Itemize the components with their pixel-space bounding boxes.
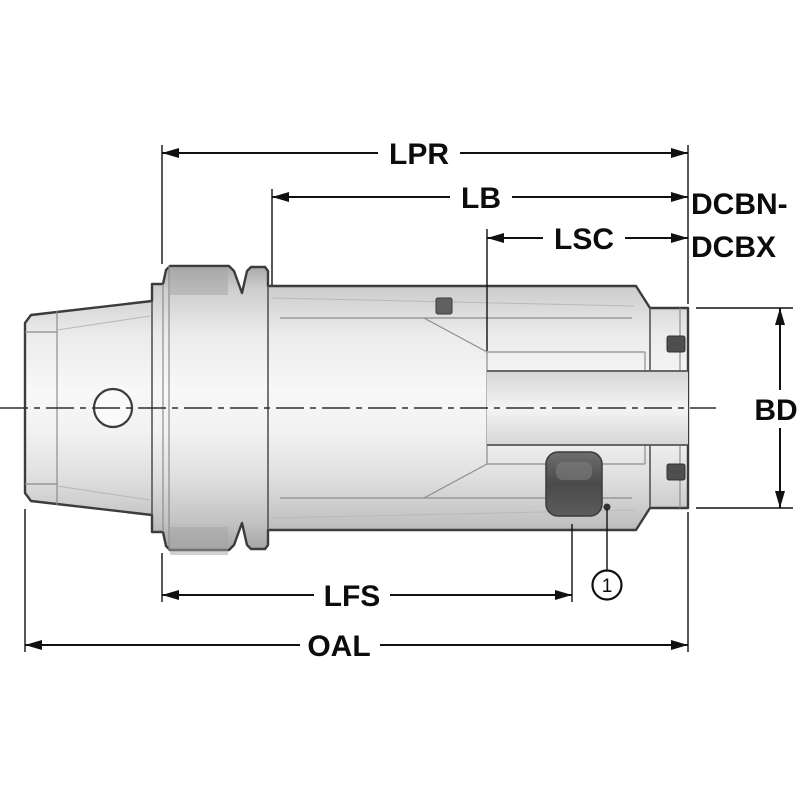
lb-label-bg bbox=[450, 179, 512, 215]
nose-slot-top bbox=[666, 335, 686, 353]
bd-arrow-top bbox=[775, 308, 785, 325]
lsc-label: LSC bbox=[554, 223, 614, 256]
lsc-arrow-left bbox=[487, 233, 504, 243]
dark-features bbox=[435, 297, 686, 517]
tool-holder-body bbox=[23, 264, 690, 555]
bd-label: BD bbox=[754, 394, 797, 427]
dim-lsc: LSC bbox=[486, 220, 688, 351]
dim-lb: LB bbox=[271, 179, 688, 285]
shank-taper-top bbox=[56, 315, 151, 331]
lsc-label-bg bbox=[543, 220, 625, 256]
bd-label-bg bbox=[752, 390, 800, 428]
lfs-label: LFS bbox=[324, 580, 381, 613]
dcbn-label-line2: DCBX bbox=[691, 231, 776, 264]
clamping-screw-highlight bbox=[556, 462, 592, 480]
body-highlight-top bbox=[271, 297, 635, 307]
funnel-bottom bbox=[423, 463, 488, 499]
callout-circle bbox=[591, 569, 623, 601]
lsc-arrow-right bbox=[671, 233, 688, 243]
funnel-top bbox=[423, 317, 488, 353]
dim-lfs: LFS bbox=[161, 524, 573, 613]
bd-arrow-bottom bbox=[775, 491, 785, 508]
lpr-arrow-right bbox=[671, 148, 688, 158]
dim-oal: OAL bbox=[24, 509, 689, 663]
label-dcbn-dcbx: DCBN- DCBX bbox=[691, 188, 788, 264]
callout-target-dot bbox=[603, 503, 611, 511]
lfs-arrow-left bbox=[162, 590, 179, 600]
oal-label: OAL bbox=[307, 630, 370, 663]
lfs-label-bg bbox=[314, 577, 390, 613]
lb-label: LB bbox=[461, 182, 501, 215]
lfs-arrow-right bbox=[555, 590, 572, 600]
oal-arrow-left bbox=[25, 640, 42, 650]
oal-arrow-right bbox=[671, 640, 688, 650]
clamping-screw bbox=[545, 451, 603, 517]
lpr-label-bg bbox=[378, 135, 460, 171]
flange-groove-shading-top bbox=[170, 267, 228, 295]
callout-number: 1 bbox=[602, 576, 613, 597]
nose-slot-bottom bbox=[666, 463, 686, 481]
lpr-label: LPR bbox=[389, 138, 449, 171]
lb-arrow-left bbox=[272, 192, 289, 202]
top-set-screw bbox=[435, 297, 453, 315]
flange-groove-shading-bottom bbox=[170, 527, 228, 555]
callout-1: 1 bbox=[591, 509, 623, 601]
lpr-arrow-left bbox=[162, 148, 179, 158]
oal-label-bg bbox=[300, 627, 380, 663]
dim-bd: BD bbox=[696, 307, 800, 509]
dim-lpr: LPR bbox=[161, 135, 689, 304]
lb-arrow-right bbox=[671, 192, 688, 202]
dcbn-label-line1: DCBN- bbox=[691, 188, 788, 221]
shank-taper-bottom bbox=[56, 485, 151, 501]
